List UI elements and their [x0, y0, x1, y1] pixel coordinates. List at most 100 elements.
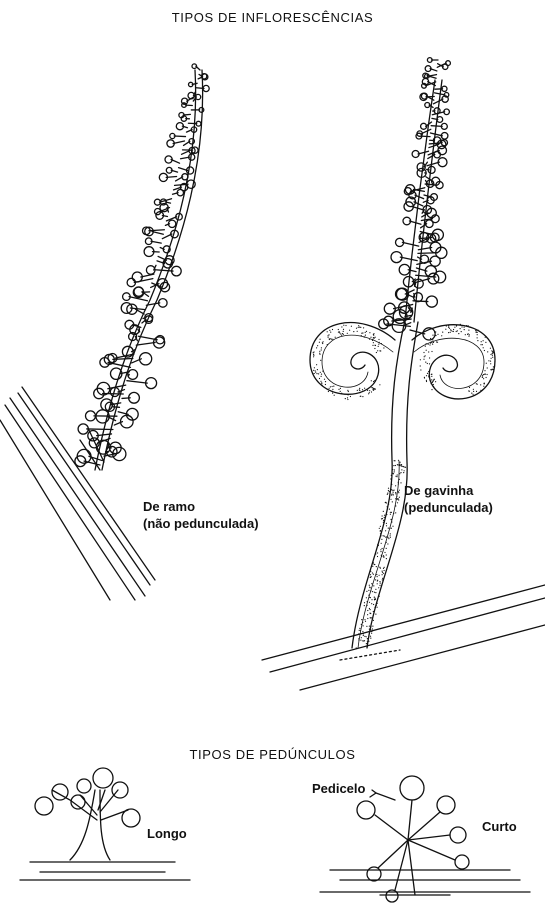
stipple-dot: [426, 381, 427, 382]
stipple-dot: [490, 354, 491, 355]
stipple-dot: [381, 556, 382, 557]
stipple-dot: [321, 376, 322, 377]
stipple-dot: [384, 552, 385, 553]
pedicel-stem: [127, 381, 147, 383]
stipple-dot: [367, 646, 368, 647]
stipple-dot: [469, 387, 470, 388]
label-tendril-line2: (pedunculada): [404, 499, 493, 516]
stipple-dot: [398, 479, 399, 480]
stipple-dot: [483, 340, 484, 341]
stipple-dot: [332, 389, 333, 390]
stipple-dot: [347, 399, 348, 400]
stipple-dot: [340, 333, 341, 334]
stipple-dot: [381, 543, 382, 544]
stipple-dot: [483, 378, 484, 379]
stipple-dot: [425, 362, 426, 363]
stipple-dot: [356, 328, 357, 329]
pedicel-stem: [108, 362, 130, 367]
stipple-dot: [351, 326, 352, 327]
stipple-dot: [434, 332, 435, 333]
stipple-dot: [371, 391, 372, 392]
stipple-dot: [400, 462, 401, 463]
stipple-dot: [333, 386, 334, 387]
stipple-dot: [360, 396, 361, 397]
stipple-dot: [375, 337, 376, 338]
stipple-dot: [347, 397, 348, 398]
stipple-dot: [365, 335, 366, 336]
stipple-dot: [321, 383, 322, 384]
stipple-dot: [394, 471, 395, 472]
stipple-dot: [369, 629, 370, 630]
stipple-dot: [375, 345, 376, 346]
stipple-dot: [320, 360, 321, 361]
stipple-dot: [437, 334, 438, 335]
stipple-dot: [433, 386, 434, 387]
stipple-dot: [320, 339, 321, 340]
stipple-dot: [424, 377, 425, 378]
stipple-dot: [316, 364, 317, 365]
stipple-dot: [332, 329, 333, 330]
stipple-dot: [482, 344, 483, 345]
stipple-dot: [377, 607, 378, 608]
stipple-dot: [384, 556, 385, 557]
stipple-dot: [324, 379, 325, 380]
stipple-dot: [373, 604, 374, 605]
stipple-dot: [359, 388, 360, 389]
stipple-dot: [381, 555, 382, 556]
stipple-dot: [361, 333, 362, 334]
stipple-dot: [341, 393, 342, 394]
stipple-dot: [480, 344, 481, 345]
stipple-dot: [372, 591, 373, 592]
stipple-dot: [392, 490, 393, 491]
label-pedicel: Pedicelo: [312, 780, 365, 797]
stipple-dot: [372, 628, 373, 629]
stipple-dot: [476, 383, 477, 384]
stipple-dot: [332, 391, 333, 392]
stipple-dot: [372, 626, 373, 627]
stipple-dot: [432, 335, 433, 336]
stipple-dot: [393, 492, 394, 493]
stipple-dot: [483, 386, 484, 387]
stipple-dot: [371, 633, 372, 634]
stipple-dot: [328, 391, 329, 392]
stipple-dot: [388, 538, 389, 539]
stipple-dot: [314, 373, 315, 374]
stipple-dot: [460, 328, 461, 329]
stipple-dot: [389, 509, 390, 510]
stipple-dot: [376, 574, 377, 575]
stipple-dot: [383, 555, 384, 556]
stipple-dot: [431, 341, 432, 342]
stipple-dot: [374, 607, 375, 608]
stipple-dot: [390, 514, 391, 515]
stipple-dot: [390, 499, 391, 500]
stipple-dot: [484, 350, 485, 351]
stipple-dot: [331, 339, 332, 340]
stipple-dot: [357, 331, 358, 332]
stipple-dot: [369, 585, 370, 586]
stipple-dot: [377, 580, 378, 581]
stipple-dot: [373, 620, 374, 621]
stipple-dot: [385, 537, 386, 538]
stipple-dot: [372, 345, 373, 346]
stipple-dot: [477, 340, 478, 341]
stipple-dot: [358, 640, 359, 641]
stipple-dot: [372, 389, 373, 390]
stipple-dot: [319, 351, 320, 352]
stipple-dot: [376, 566, 377, 567]
stipple-dot: [395, 512, 396, 513]
stipple-dot: [371, 387, 372, 388]
stipple-dot: [357, 390, 358, 391]
stipple-dot: [398, 498, 399, 499]
stipple-dot: [393, 494, 394, 495]
stipple-dot: [425, 346, 426, 347]
stipple-dot: [446, 325, 447, 326]
stipple-dot: [343, 334, 344, 335]
stipple-dot: [428, 376, 429, 377]
stipple-dot: [420, 369, 421, 370]
stipple-dot: [373, 381, 374, 382]
stipple-dot: [400, 482, 401, 483]
stipple-dot: [358, 327, 359, 328]
stipple-dot: [321, 347, 322, 348]
stipple-dot: [366, 591, 367, 592]
stipple-dot: [317, 369, 318, 370]
